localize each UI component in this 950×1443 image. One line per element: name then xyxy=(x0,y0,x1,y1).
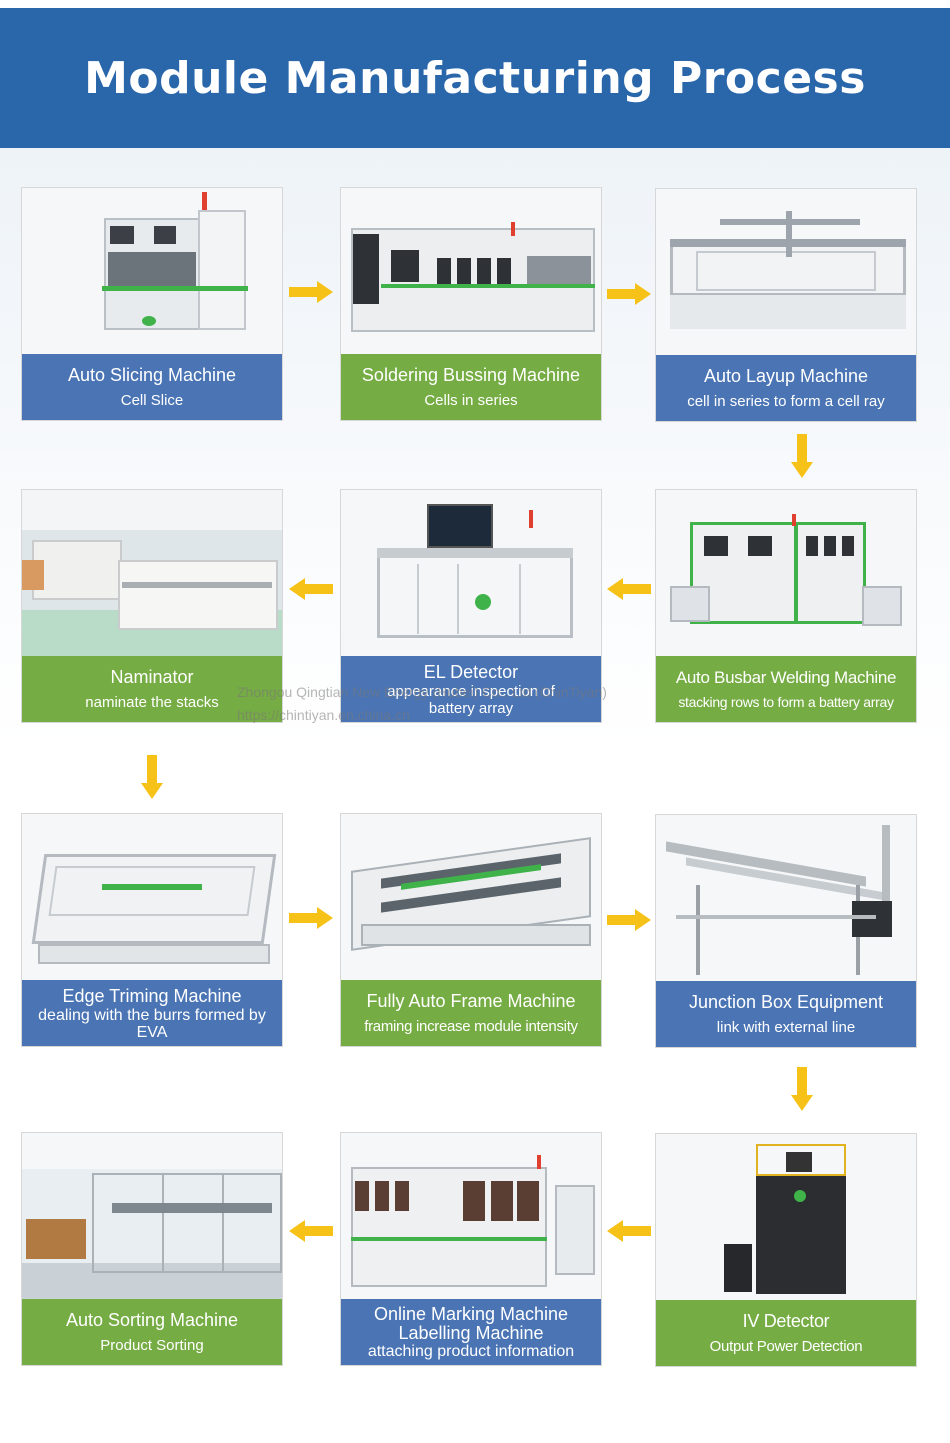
arrow-down-icon xyxy=(141,755,163,799)
step-subtitle: naminate the stacks xyxy=(85,694,219,711)
step-title: Auto Layup Machine xyxy=(703,366,869,386)
step-label: Junction Box Equipment link with externa… xyxy=(656,981,916,1047)
step-title: Fully Auto Frame Machine xyxy=(366,991,576,1011)
step-subtitle: attaching product information xyxy=(367,1342,575,1360)
step-card-auto-slicing: Auto Slicing Machine Cell Slice xyxy=(21,187,283,421)
machine-image xyxy=(656,189,916,355)
page-title: Module Manufacturing Process xyxy=(84,52,866,104)
machine-image xyxy=(656,490,916,656)
watermark-company: Zhongou Qingtian New Energy (Hubei) Co.,… xyxy=(237,684,607,700)
step-subtitle: Product Sorting xyxy=(100,1337,204,1354)
step-label: Auto Layup Machine cell in series to for… xyxy=(656,355,916,421)
step-title: Naminator xyxy=(110,667,194,687)
arrow-left-icon xyxy=(289,578,333,600)
step-card-auto-sorting: Auto Sorting Machine Product Sorting xyxy=(21,1132,283,1366)
step-label: Edge Triming Machine dealing with the bu… xyxy=(22,980,282,1046)
step-label: Naminator naminate the stacks xyxy=(22,656,282,722)
arrow-down-icon xyxy=(791,1067,813,1111)
step-label: Fully Auto Frame Machine framing increas… xyxy=(341,980,601,1046)
step-subtitle: Output Power Detection xyxy=(709,1338,863,1355)
machine-image xyxy=(22,490,282,656)
machine-image xyxy=(22,1133,282,1299)
step-label: EL Detector appearance inspection of bat… xyxy=(341,656,601,722)
step-title: Auto Sorting Machine xyxy=(65,1310,239,1330)
step-subtitle: framing increase module intensity xyxy=(364,1018,578,1035)
step-title: Soldering Bussing Machine xyxy=(361,365,581,385)
step-title: EL Detector xyxy=(423,661,519,682)
step-title: Edge Triming Machine xyxy=(62,985,242,1006)
step-card-iv-detector: IV Detector Output Power Detection xyxy=(655,1133,917,1367)
step-card-junction-box: Junction Box Equipment link with externa… xyxy=(655,814,917,1048)
arrow-right-icon xyxy=(607,283,651,305)
step-card-busbar-welding: Auto Busbar Welding Machine stacking row… xyxy=(655,489,917,723)
step-subtitle: link with external line xyxy=(716,1019,856,1036)
machine-image xyxy=(656,815,916,981)
machine-image xyxy=(22,188,282,354)
machine-image xyxy=(656,1134,916,1300)
machine-image xyxy=(341,188,601,354)
step-subtitle: stacking rows to form a battery array xyxy=(678,694,894,710)
step-title: Junction Box Equipment xyxy=(688,992,884,1012)
step-label: IV Detector Output Power Detection xyxy=(656,1300,916,1366)
step-subtitle: cell in series to form a cell ray xyxy=(687,393,885,410)
step-label: Auto Slicing Machine Cell Slice xyxy=(22,354,282,420)
step-card-el-detector: EL Detector appearance inspection of bat… xyxy=(340,489,602,723)
arrow-left-icon xyxy=(607,578,651,600)
arrow-right-icon xyxy=(607,909,651,931)
step-title: IV Detector xyxy=(742,1311,830,1331)
arrow-left-icon xyxy=(289,1220,333,1242)
step-label: Soldering Bussing Machine Cells in serie… xyxy=(341,354,601,420)
watermark-url: https://chintiyan.en.china.cn xyxy=(237,707,410,723)
step-label: Auto Busbar Welding Machine stacking row… xyxy=(656,656,916,722)
step-card-naminator: Naminator naminate the stacks xyxy=(21,489,283,723)
arrow-down-icon xyxy=(791,434,813,478)
step-card-soldering-bussing: Soldering Bussing Machine Cells in serie… xyxy=(340,187,602,421)
header-banner: Module Manufacturing Process xyxy=(0,8,950,148)
step-title: Auto Slicing Machine xyxy=(67,365,237,385)
step-card-auto-layup: Auto Layup Machine cell in series to for… xyxy=(655,188,917,422)
step-card-edge-triming: Edge Triming Machine dealing with the bu… xyxy=(21,813,283,1047)
step-title: Online Marking Machine Labelling Machine xyxy=(373,1303,569,1343)
machine-image xyxy=(341,1133,601,1299)
step-label: Auto Sorting Machine Product Sorting xyxy=(22,1299,282,1365)
machine-image xyxy=(22,814,282,980)
step-card-frame-machine: Fully Auto Frame Machine framing increas… xyxy=(340,813,602,1047)
arrow-right-icon xyxy=(289,281,333,303)
machine-image xyxy=(341,490,601,656)
step-subtitle: Cells in series xyxy=(424,392,518,409)
arrow-right-icon xyxy=(289,907,333,929)
step-subtitle: appearance inspection of battery array xyxy=(387,682,555,717)
machine-image xyxy=(341,814,601,980)
step-label: Online Marking Machine Labelling Machine… xyxy=(341,1299,601,1365)
step-card-online-marking: Online Marking Machine Labelling Machine… xyxy=(340,1132,602,1366)
step-subtitle: Cell Slice xyxy=(120,392,184,409)
arrow-left-icon xyxy=(607,1220,651,1242)
step-subtitle: dealing with the burrs formed by EVA xyxy=(38,1006,266,1041)
step-title: Auto Busbar Welding Machine xyxy=(675,668,897,687)
